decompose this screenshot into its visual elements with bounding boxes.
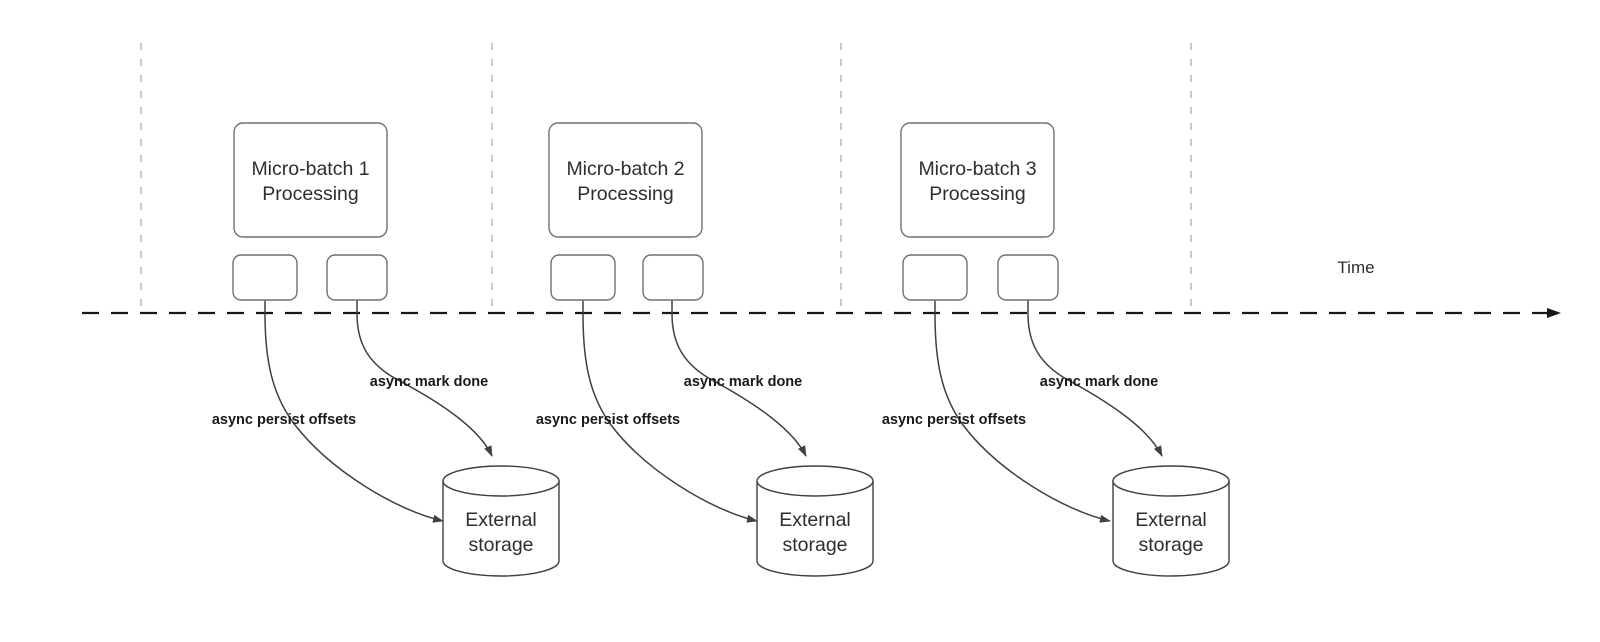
- micro-batch-1-subtitle: Processing: [262, 183, 358, 205]
- time-axis-label: Time: [1337, 258, 1374, 277]
- cylinder-top-ellipse: [756, 465, 874, 497]
- batch-nodes: Micro-batch 1 Processing Micro-batch 2 Proc…: [232, 122, 1059, 301]
- external-storage-label-line2: storage: [782, 534, 847, 556]
- vertical-batch-boundary-ticks: [140, 43, 1192, 313]
- external-storage-label-line1: External: [779, 509, 851, 531]
- micro-batch-1-box[interactable]: [233, 122, 388, 238]
- micro-batch-2-async-persist-offsets-edge-label: async persist offsets: [536, 412, 680, 428]
- micro-batch-3-box[interactable]: [900, 122, 1055, 238]
- micro-batch-2-async-mark-done-edge: [671, 300, 807, 457]
- micro-batch-1-node[interactable]: Micro-batch 1 Processing: [233, 122, 388, 238]
- cylinder-body: [756, 480, 874, 577]
- external-storage-label-line2: storage: [1138, 534, 1203, 556]
- micro-batch-3-subtitle: Processing: [929, 183, 1025, 205]
- micro-batch-3-node[interactable]: Micro-batch 3 Processing: [900, 122, 1055, 238]
- external-storage-label-line1: External: [465, 509, 537, 531]
- micro-batch-3-title: Micro-batch 3: [918, 158, 1036, 180]
- external-storage-nodes: External storage External storage External st…: [442, 465, 1230, 577]
- edge-labels: async persist offsets async mark done asyn…: [212, 374, 1158, 428]
- external-storage-label-line1: External: [1135, 509, 1207, 531]
- micro-batch-1-async-persist-offsets-edge: [264, 300, 444, 523]
- micro-batch-2-external-storage[interactable]: External storage: [756, 465, 874, 577]
- micro-batch-3-async-persist-offsets-edge-label: async persist offsets: [882, 412, 1026, 428]
- cylinder-body: [1112, 480, 1230, 577]
- micro-batch-2-box[interactable]: [548, 122, 703, 238]
- micro-batch-1-async-mark-done-edge-label: async mark done: [370, 374, 488, 390]
- micro-batch-3-async-persist-offsets-edge: [934, 300, 1111, 523]
- micro-batch-2-persist-offsets-task[interactable]: [550, 254, 616, 301]
- micro-batch-3-mark-done-task[interactable]: [997, 254, 1059, 301]
- micro-batch-2-async-mark-done-edge-label: async mark done: [684, 374, 802, 390]
- micro-batch-2-title: Micro-batch 2: [566, 158, 684, 180]
- micro-batch-1-persist-offsets-task[interactable]: [232, 254, 298, 301]
- async-flow-edges: [264, 300, 1163, 523]
- micro-batch-3-persist-offsets-task[interactable]: [902, 254, 968, 301]
- micro-batch-2-node[interactable]: Micro-batch 2 Processing: [548, 122, 703, 238]
- external-storage-label-line2: storage: [468, 534, 533, 556]
- micro-batch-1-async-mark-done-edge: [356, 300, 493, 457]
- micro-batch-3-async-mark-done-edge: [1027, 300, 1163, 457]
- micro-batch-1-async-persist-offsets-edge-label: async persist offsets: [212, 412, 356, 428]
- micro-batch-3-async-mark-done-edge-label: async mark done: [1040, 374, 1158, 390]
- micro-batch-2-async-persist-offsets-edge: [582, 300, 758, 523]
- cylinder-top-ellipse: [1112, 465, 1230, 497]
- micro-batch-1-external-storage[interactable]: External storage: [442, 465, 560, 577]
- micro-batch-2-mark-done-task[interactable]: [642, 254, 704, 301]
- micro-batch-3-external-storage[interactable]: External storage: [1112, 465, 1230, 577]
- micro-batch-1-mark-done-task[interactable]: [326, 254, 388, 301]
- micro-batch-1-title: Micro-batch 1: [251, 158, 369, 180]
- time-axis: Time: [82, 258, 1561, 318]
- cylinder-body: [442, 480, 560, 577]
- cylinder-top-ellipse: [442, 465, 560, 497]
- micro-batch-2-subtitle: Processing: [577, 183, 673, 205]
